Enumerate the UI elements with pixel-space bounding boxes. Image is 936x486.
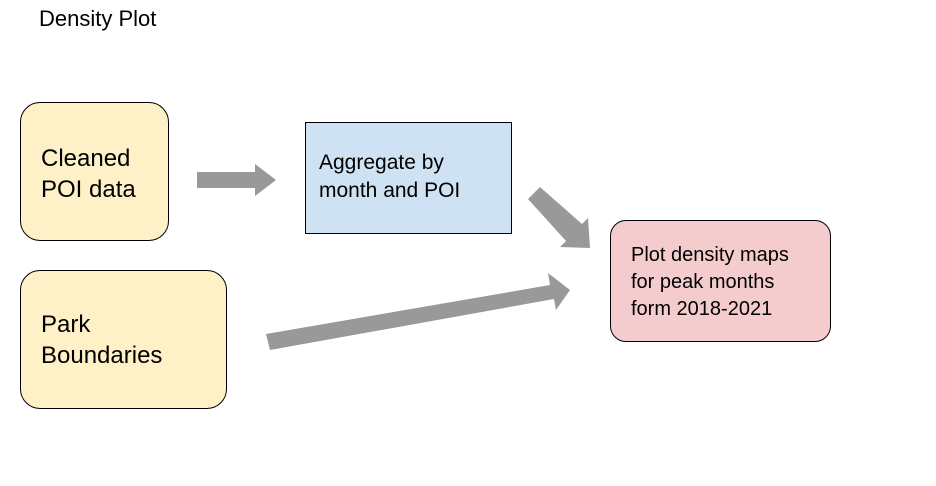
plot-density-maps-node: Plot density maps for peak months form 2…	[610, 220, 831, 342]
park-boundaries-line-2: Boundaries	[41, 342, 163, 369]
plot-density-maps-line-2: for peak months	[631, 271, 775, 293]
cleaned-poi-data-line-2: POI data	[41, 176, 136, 203]
plot-density-maps-line-3: form 2018-2021	[631, 298, 773, 320]
park-boundaries-line-1: Park	[41, 311, 91, 338]
arrow-park-to-plot	[266, 273, 570, 350]
diagram-title: Density Plot	[39, 6, 157, 31]
aggregate-line-1: Aggregate by	[319, 151, 444, 174]
aggregate-label: Aggregate by month and POI	[319, 149, 460, 205]
park-boundaries-label: Park Boundaries	[41, 309, 162, 371]
aggregate-node: Aggregate by month and POI	[305, 122, 512, 234]
cleaned-poi-data-label: Cleaned POI data	[41, 143, 136, 205]
aggregate-line-2: month and POI	[319, 179, 461, 202]
park-boundaries-node: Park Boundaries	[20, 270, 227, 409]
plot-density-maps-line-1: Plot density maps	[631, 244, 789, 266]
arrow-cleaned-to-aggregate	[197, 164, 276, 196]
cleaned-poi-data-node: Cleaned POI data	[20, 102, 169, 241]
plot-density-maps-label: Plot density maps for peak months form 2…	[631, 242, 789, 323]
cleaned-poi-data-line-1: Cleaned	[41, 145, 131, 172]
arrow-aggregate-to-plot	[528, 187, 590, 248]
